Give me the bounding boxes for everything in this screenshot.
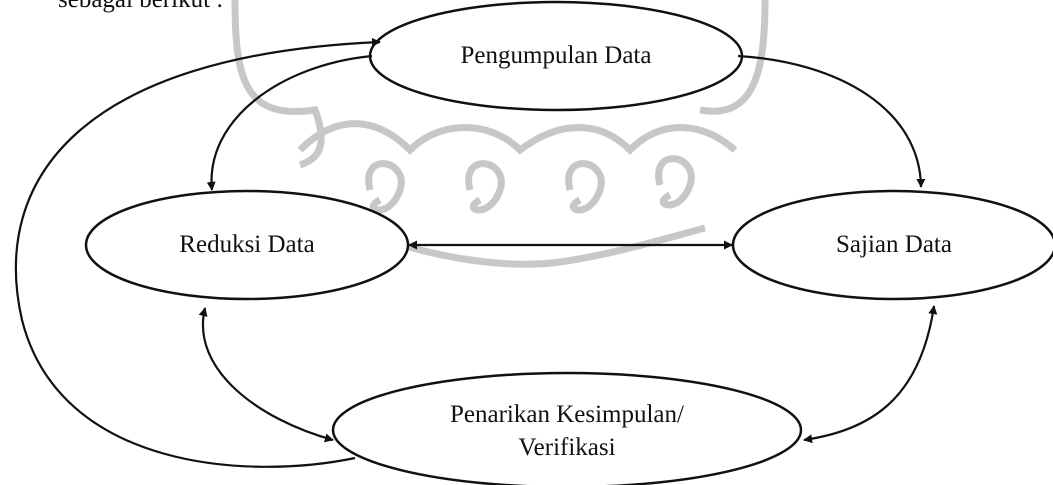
reduksi-data-label: Reduksi Data xyxy=(179,231,315,258)
arrow-penarikan-pengumpulan xyxy=(14,37,381,468)
arrow-reduksi-penarikan xyxy=(198,307,334,443)
node-reduksi-data xyxy=(84,189,410,301)
verifikasi-label: Verifikasi xyxy=(518,434,616,461)
node-sajian-data xyxy=(731,189,1053,301)
intro-text: sebagai berikut : xyxy=(58,0,223,16)
arrow-sajian-penarikan xyxy=(803,305,938,444)
pengumpulan-data-label: Pengumpulan Data xyxy=(460,42,652,69)
penarikan-kesimpulan-label: Penarikan Kesimpulan/ xyxy=(450,401,684,428)
arrow-pengumpulan-sajian xyxy=(737,54,926,188)
arrow-pengumpulan-reduksi xyxy=(206,54,373,191)
sajian-data-label: Sajian Data xyxy=(836,231,952,258)
